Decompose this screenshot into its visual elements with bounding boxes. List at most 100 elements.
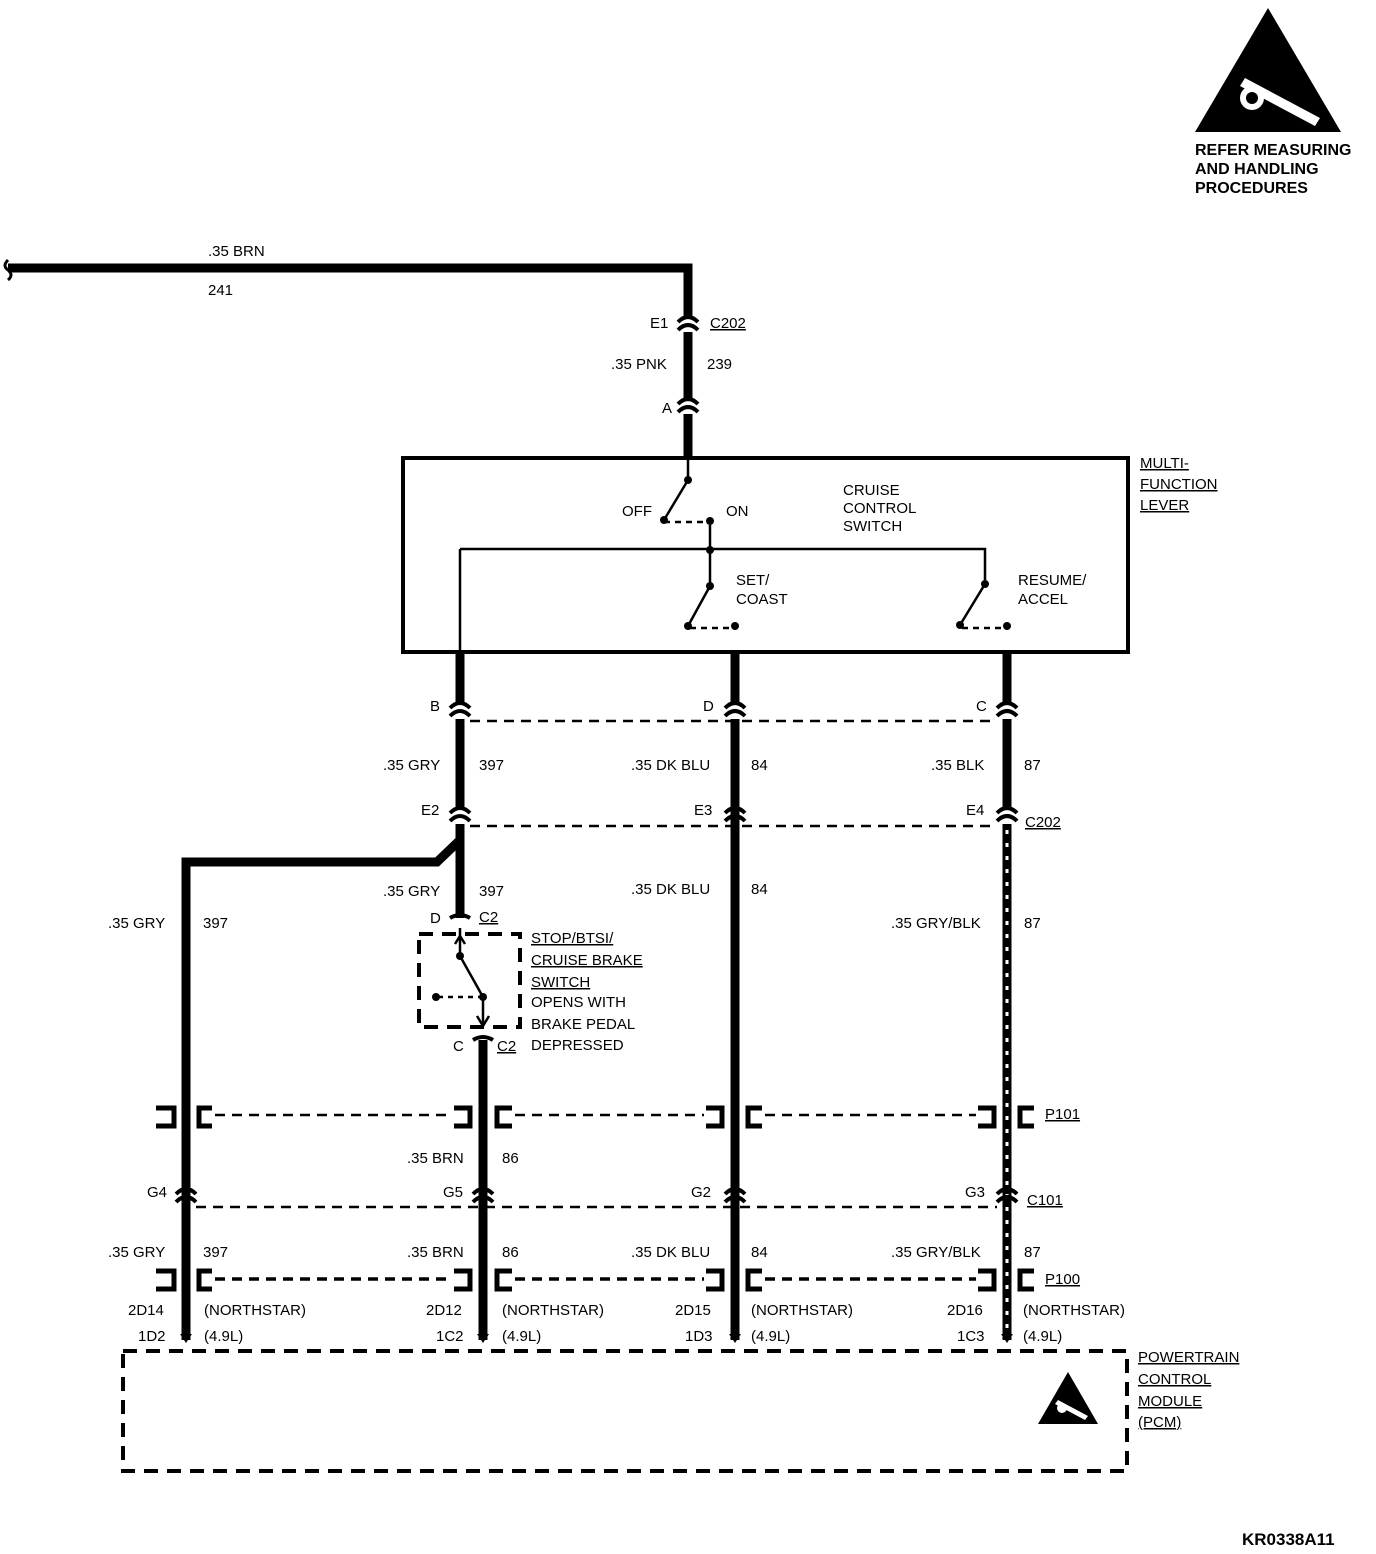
brake-switch-connector-out bbox=[471, 1035, 495, 1042]
wire-397-number: 397 bbox=[479, 757, 504, 774]
connector-p101: P101 bbox=[1045, 1106, 1080, 1123]
brake-switch-name-3: SWITCH bbox=[531, 974, 590, 991]
l49-84: (4.9L) bbox=[751, 1328, 790, 1345]
wire-397-to-brake-color: .35 GRY bbox=[383, 883, 440, 900]
esd-warning-icon bbox=[1195, 8, 1341, 132]
c202-e1-connector-symbol bbox=[676, 315, 700, 332]
pin-e1: E1 bbox=[650, 315, 668, 332]
lever-connector-symbols bbox=[448, 701, 1019, 718]
pcm-esd-icon bbox=[1038, 1372, 1098, 1424]
c101-connector-symbols bbox=[174, 1187, 1019, 1204]
connector-c202-top: C202 bbox=[710, 315, 746, 332]
wire-84-number: 84 bbox=[751, 757, 768, 774]
brake-switch-note-1: OPENS WITH bbox=[531, 994, 626, 1011]
connector-c101: C101 bbox=[1027, 1192, 1063, 1209]
off-label: OFF bbox=[622, 503, 652, 520]
wire-84-pcm-color: .35 DK BLU bbox=[631, 1244, 710, 1261]
brake-switch-name-2: CRUISE BRAKE bbox=[531, 952, 643, 969]
brake-switch-connector-in bbox=[448, 913, 472, 920]
pcm-name-1: POWERTRAIN bbox=[1138, 1349, 1239, 1366]
wire-397-color: .35 GRY bbox=[383, 757, 440, 774]
feed-wire2-color: .35 PNK bbox=[611, 356, 667, 373]
pin-1c2: 1C2 bbox=[436, 1328, 464, 1345]
wire-87-lower-number: 87 bbox=[1024, 915, 1041, 932]
pin-2d16: 2D16 bbox=[947, 1302, 983, 1319]
pin-e3: E3 bbox=[694, 802, 712, 819]
lever-name-2: FUNCTION bbox=[1140, 476, 1218, 493]
cruise-control-label-2: CONTROL bbox=[843, 500, 916, 517]
p100-connector-row bbox=[156, 1268, 1034, 1292]
pin-2d15: 2D15 bbox=[675, 1302, 711, 1319]
wire-397-to-brake-number: 397 bbox=[479, 883, 504, 900]
warning-line-2: AND HANDLING bbox=[1195, 161, 1319, 178]
pin-a: A bbox=[662, 400, 672, 417]
figure-id: KR0338A11 bbox=[1242, 1530, 1335, 1549]
lever-name-3: LEVER bbox=[1140, 497, 1189, 514]
p101-connector-row bbox=[156, 1105, 1034, 1129]
l49-397: (4.9L) bbox=[204, 1328, 243, 1345]
feed-wire bbox=[3, 258, 693, 458]
northstar-397: (NORTHSTAR) bbox=[204, 1302, 306, 1319]
resume-label: RESUME/ bbox=[1018, 572, 1087, 589]
pcm-name-3: MODULE bbox=[1138, 1393, 1202, 1410]
pin-2d12: 2D12 bbox=[426, 1302, 462, 1319]
pin-1c3: 1C3 bbox=[957, 1328, 985, 1345]
lever-a-connector-symbol bbox=[676, 397, 700, 414]
connector-c2-top: C2 bbox=[479, 909, 498, 926]
feed-wire-color: .35 BRN bbox=[208, 243, 265, 260]
lever-name-1: MULTI- bbox=[1140, 455, 1189, 472]
l49-87: (4.9L) bbox=[1023, 1328, 1062, 1345]
wire-86-color: .35 BRN bbox=[407, 1150, 464, 1167]
pin-brake-c: C bbox=[453, 1038, 464, 1055]
pin-g2: G2 bbox=[691, 1184, 711, 1201]
northstar-84: (NORTHSTAR) bbox=[751, 1302, 853, 1319]
pin-1d3: 1D3 bbox=[685, 1328, 713, 1345]
pin-e2: E2 bbox=[421, 802, 439, 819]
wire-86-pcm-number: 86 bbox=[502, 1244, 519, 1261]
connector-p100: P100 bbox=[1045, 1271, 1080, 1288]
multi-function-lever-box bbox=[401, 456, 1130, 654]
cruise-control-label-1: CRUISE bbox=[843, 482, 900, 499]
brake-switch-box bbox=[417, 932, 522, 1029]
wire-86-pcm-color: .35 BRN bbox=[407, 1244, 464, 1261]
brake-switch-note-3: DEPRESSED bbox=[531, 1037, 624, 1054]
cruise-on-off-switch bbox=[660, 458, 714, 554]
pin-e4: E4 bbox=[966, 802, 984, 819]
wire-87-lower-color: .35 GRY/BLK bbox=[891, 915, 981, 932]
northstar-86: (NORTHSTAR) bbox=[502, 1302, 604, 1319]
pin-2d14: 2D14 bbox=[128, 1302, 164, 1319]
pin-brake-d: D bbox=[430, 910, 441, 927]
resume-accel-switch bbox=[956, 580, 1011, 630]
wire-87-color: .35 BLK bbox=[931, 757, 984, 774]
brake-switch-contacts bbox=[432, 928, 491, 1029]
pin-g4: G4 bbox=[147, 1184, 167, 1201]
wire-87-pcm-color: .35 GRY/BLK bbox=[891, 1244, 981, 1261]
wire-397-branch-color: .35 GRY bbox=[108, 915, 165, 932]
coast-label: COAST bbox=[736, 591, 788, 608]
pcm-name-2: CONTROL bbox=[1138, 1371, 1211, 1388]
pin-d: D bbox=[703, 698, 714, 715]
connector-c2-bottom: C2 bbox=[497, 1038, 516, 1055]
pin-g5: G5 bbox=[443, 1184, 463, 1201]
feed-circuit-number: 241 bbox=[208, 282, 233, 299]
warning-line-3: PROCEDURES bbox=[1195, 180, 1308, 197]
pin-g3: G3 bbox=[965, 1184, 985, 1201]
c202-connector-symbols bbox=[448, 806, 1019, 823]
accel-label: ACCEL bbox=[1018, 591, 1068, 608]
brake-switch-note-2: BRAKE PEDAL bbox=[531, 1016, 635, 1033]
on-label: ON bbox=[726, 503, 749, 520]
wire-397-pcm-number: 397 bbox=[203, 1244, 228, 1261]
feed-circuit2-number: 239 bbox=[707, 356, 732, 373]
set-label: SET/ bbox=[736, 572, 770, 589]
wire-397-pcm-color: .35 GRY bbox=[108, 1244, 165, 1261]
cruise-control-label-3: SWITCH bbox=[843, 518, 902, 535]
wire-397 bbox=[181, 652, 465, 1340]
internal-bus bbox=[458, 547, 987, 652]
wire-84-lower-number: 84 bbox=[751, 881, 768, 898]
wire-84-lower-color: .35 DK BLU bbox=[631, 881, 710, 898]
pcm-box bbox=[121, 1349, 1129, 1473]
l49-86: (4.9L) bbox=[502, 1328, 541, 1345]
pcm-pin-tips bbox=[180, 1334, 1013, 1343]
pin-c: C bbox=[976, 698, 987, 715]
